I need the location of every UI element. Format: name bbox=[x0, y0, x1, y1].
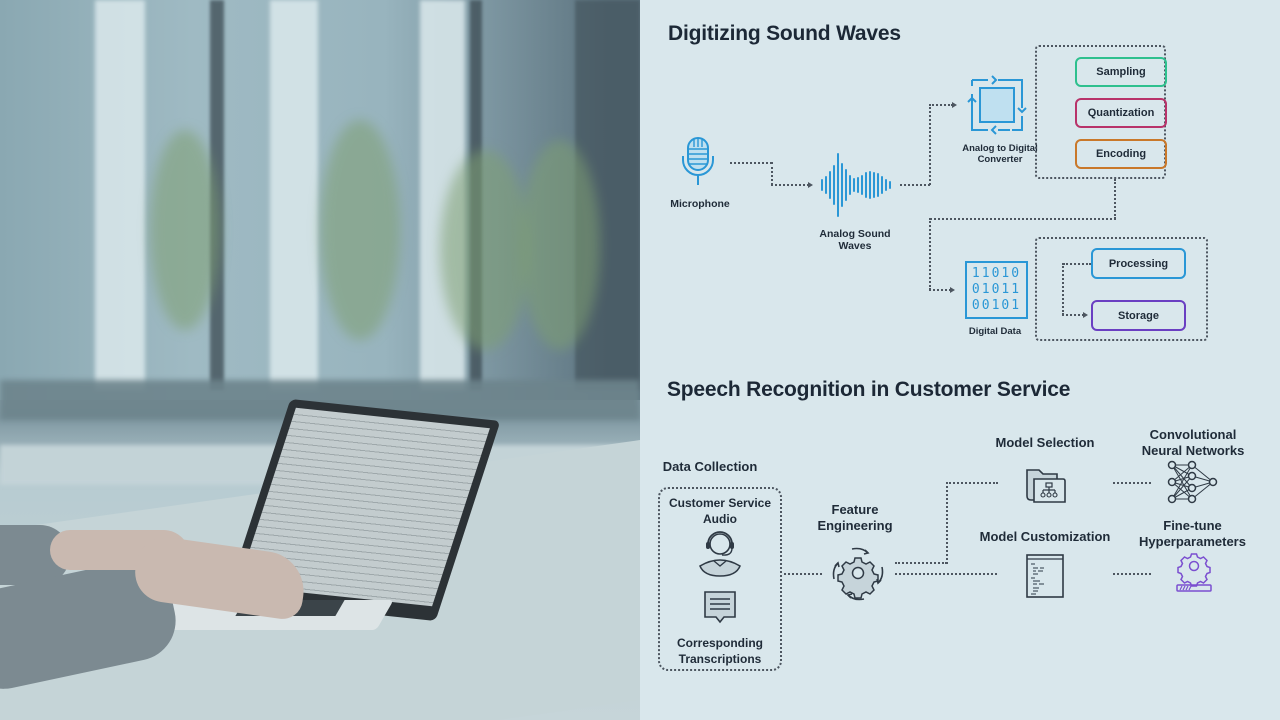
connector bbox=[1062, 314, 1084, 316]
model-selection-label: Model Selection bbox=[995, 435, 1095, 450]
sampling-step: Sampling bbox=[1075, 57, 1167, 87]
transcriptions-line1: Corresponding bbox=[677, 636, 763, 650]
arrow-icon bbox=[808, 182, 813, 188]
diagram-panel: Digitizing Sound Waves Microphone Analog… bbox=[640, 0, 1280, 720]
connector bbox=[1114, 179, 1116, 219]
background-photo bbox=[0, 0, 640, 720]
plant bbox=[520, 140, 600, 350]
adc-label-line1: Analog to Digital bbox=[962, 143, 1038, 154]
analog-waves-label: Analog Sound Waves bbox=[805, 228, 905, 252]
connector bbox=[784, 573, 822, 575]
storage-output: Storage bbox=[1091, 300, 1186, 331]
adc-label: Analog to Digital Converter bbox=[945, 143, 1055, 165]
connector bbox=[1062, 263, 1064, 315]
quantization-step: Quantization bbox=[1075, 98, 1167, 128]
cnn-label: Convolutional Neural Networks bbox=[1133, 427, 1253, 459]
connector bbox=[771, 184, 809, 186]
transcript-message-icon bbox=[704, 591, 736, 624]
fine-tune-line2: Hyperparameters bbox=[1139, 534, 1246, 549]
binary-data-icon: 11010 01011 00101 bbox=[965, 261, 1028, 319]
connector bbox=[895, 562, 947, 564]
speech-title: Speech Recognition in Customer Service bbox=[667, 378, 1071, 401]
outputs-group bbox=[1035, 237, 1208, 341]
connector bbox=[929, 104, 953, 106]
connector bbox=[730, 162, 772, 164]
connector bbox=[946, 482, 948, 564]
connector bbox=[929, 104, 931, 185]
connector bbox=[946, 482, 998, 484]
code-document-icon bbox=[1026, 554, 1064, 598]
plant bbox=[150, 130, 220, 330]
folder-hierarchy-icon bbox=[1026, 469, 1066, 503]
microphone-label: Microphone bbox=[670, 198, 730, 210]
cnn-label-line1: Convolutional bbox=[1149, 427, 1237, 442]
neural-network-icon bbox=[1167, 460, 1218, 504]
window-pillar bbox=[95, 0, 145, 390]
data-collection-group bbox=[658, 487, 782, 671]
headset-agent-icon bbox=[699, 531, 741, 577]
processing-output: Processing bbox=[1091, 248, 1186, 279]
microphone-icon bbox=[682, 137, 714, 185]
feature-engineering-label: Feature Engineering bbox=[805, 502, 905, 534]
connector bbox=[930, 218, 1116, 220]
window-pillar bbox=[270, 0, 318, 390]
customer-audio-line2: Audio bbox=[703, 512, 737, 526]
digitizing-title: Digitizing Sound Waves bbox=[668, 22, 901, 45]
connector bbox=[929, 218, 931, 290]
arrow-icon bbox=[1083, 312, 1088, 318]
connector bbox=[929, 289, 951, 291]
binary-row: 01011 bbox=[971, 282, 1022, 297]
customer-audio-label: Customer Service Audio bbox=[662, 495, 778, 527]
arrow-icon bbox=[952, 102, 957, 108]
connector bbox=[895, 573, 997, 575]
gear-progress-icon bbox=[1176, 553, 1212, 592]
adc-label-line2: Converter bbox=[977, 154, 1023, 165]
cnn-label-line2: Neural Networks bbox=[1141, 443, 1245, 458]
connector bbox=[1113, 573, 1151, 575]
encoding-step: Encoding bbox=[1075, 139, 1167, 169]
fine-tune-label: Fine-tune Hyperparameters bbox=[1130, 518, 1255, 550]
connector bbox=[1063, 263, 1091, 265]
transcriptions-line2: Transcriptions bbox=[678, 652, 762, 666]
gear-cycle-icon bbox=[832, 547, 884, 601]
sound-wave-icon bbox=[821, 153, 891, 217]
binary-row: 00101 bbox=[971, 298, 1022, 313]
connector bbox=[1113, 482, 1151, 484]
binary-row: 11010 bbox=[971, 266, 1022, 281]
analog-waves-label-line1: Analog Sound bbox=[819, 228, 891, 240]
customer-audio-line1: Customer Service bbox=[668, 496, 772, 510]
plant bbox=[440, 150, 530, 350]
fine-tune-line1: Fine-tune bbox=[1163, 518, 1222, 533]
digital-data-label: Digital Data bbox=[968, 326, 1022, 337]
transcriptions-label: Corresponding Transcriptions bbox=[662, 635, 778, 667]
feature-engineering-line2: Engineering bbox=[817, 518, 893, 533]
plant bbox=[320, 120, 400, 340]
model-customization-label: Model Customization bbox=[979, 529, 1111, 544]
data-collection-heading: Data Collection bbox=[662, 459, 758, 474]
arrow-icon bbox=[950, 287, 955, 293]
feature-engineering-line1: Feature bbox=[831, 502, 879, 517]
analog-waves-label-line2: Waves bbox=[838, 240, 872, 252]
connector bbox=[900, 184, 930, 186]
connector bbox=[771, 162, 773, 185]
converter-icon bbox=[967, 75, 1027, 135]
